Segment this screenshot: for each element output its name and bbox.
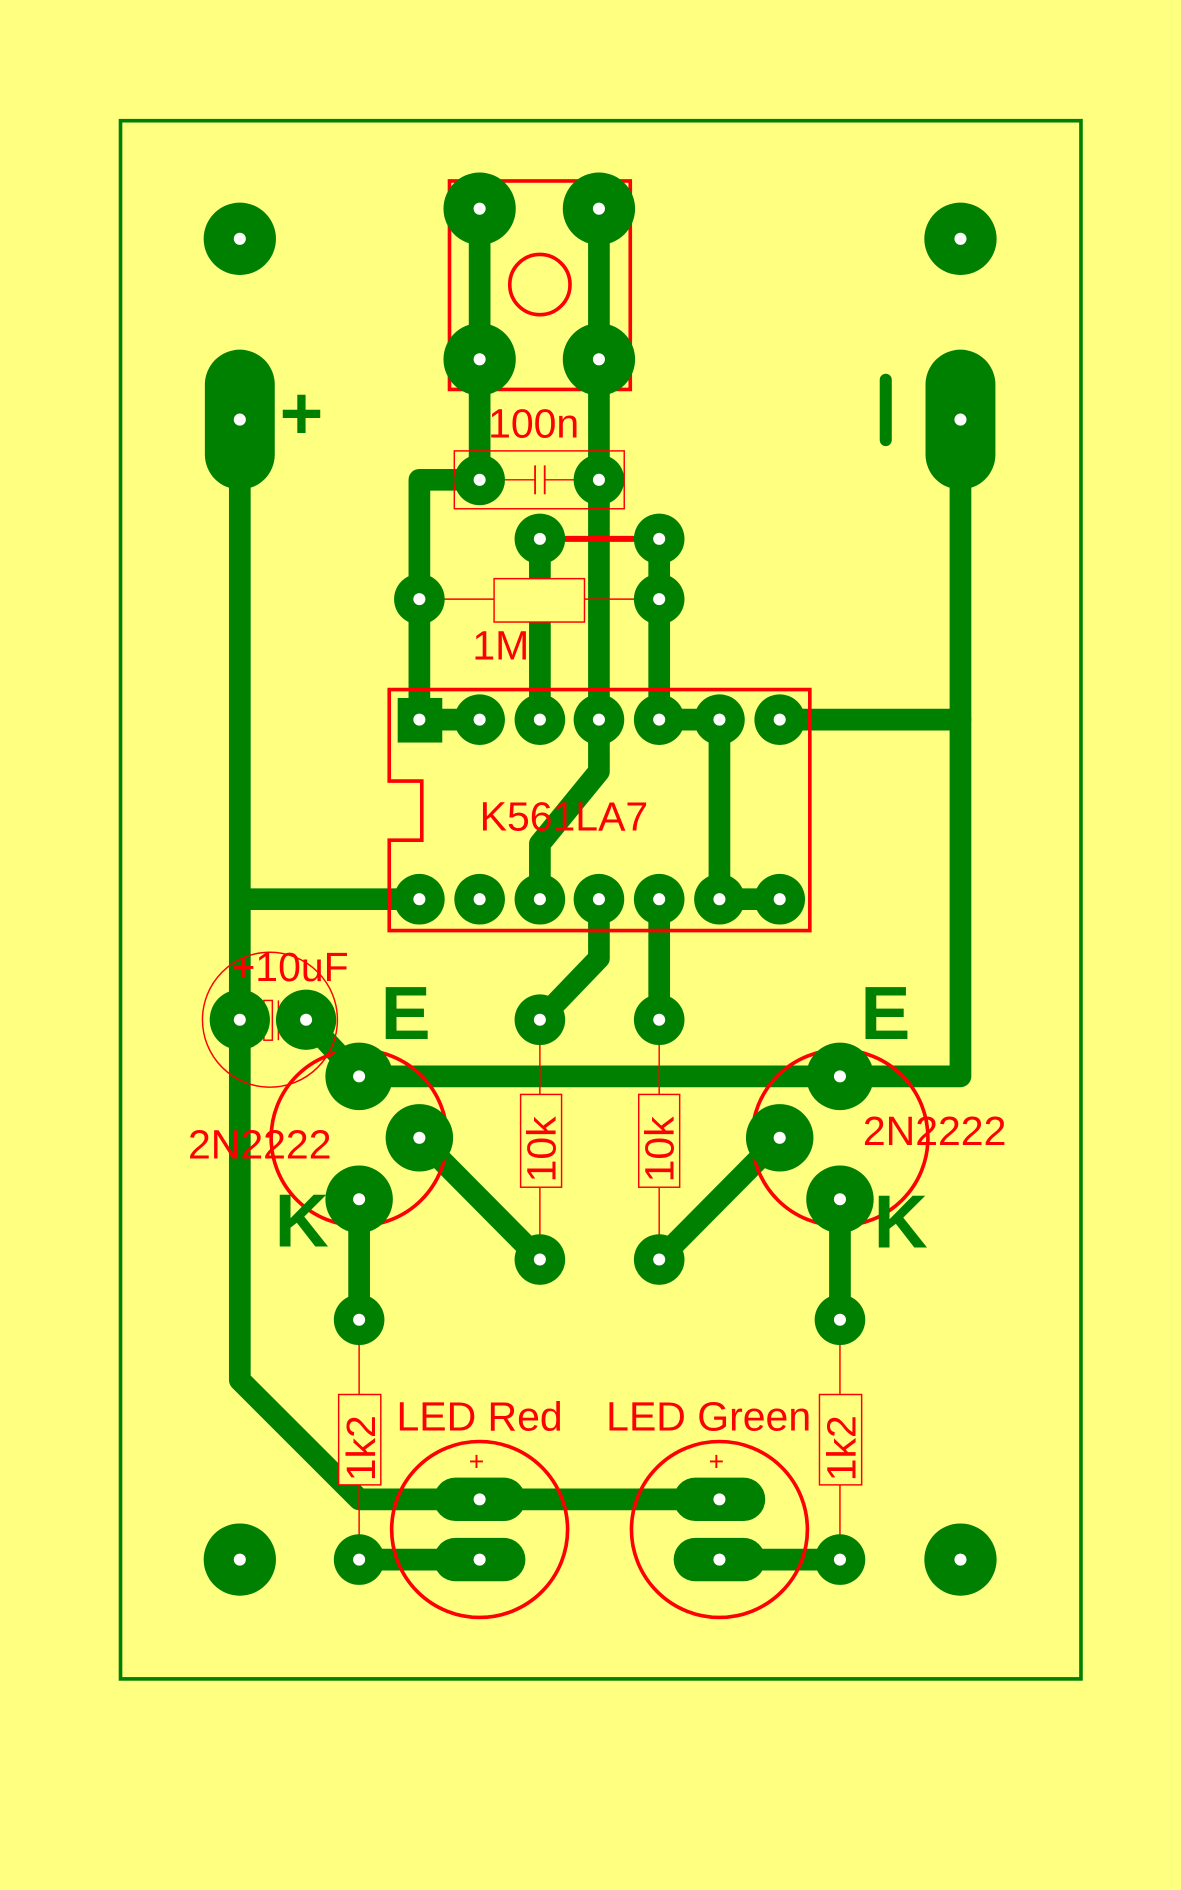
plus-marker: + — [280, 371, 324, 455]
collector-marker-right: K — [874, 1179, 928, 1263]
resistor-1m — [419, 577, 660, 623]
drill-hole — [713, 893, 726, 906]
emitter-marker-left: E — [381, 971, 431, 1055]
drill-hole — [773, 1131, 786, 1144]
led-red-label: LED Red — [396, 1394, 562, 1440]
cap-100n-label: 100n — [488, 401, 579, 447]
drill-hole — [592, 353, 605, 366]
drill-hole — [592, 893, 605, 906]
cap-10uf-label: +10uF — [231, 944, 348, 990]
q1-label: 2N2222 — [188, 1121, 332, 1167]
drill-hole — [713, 1493, 726, 1506]
drill-hole — [833, 1553, 846, 1566]
res-1k2-b-label: 1k2 — [819, 1415, 865, 1481]
drill-hole — [773, 713, 786, 726]
drill-hole — [473, 202, 486, 215]
drill-hole — [413, 593, 426, 606]
drill-hole — [353, 1313, 366, 1326]
drill-hole — [533, 532, 546, 545]
drill-hole — [413, 1131, 426, 1144]
drill-hole — [653, 1253, 666, 1266]
minus-marker — [879, 373, 892, 447]
drill-hole — [233, 1013, 246, 1026]
drill-hole — [473, 1493, 486, 1506]
led-green-outline — [629, 1439, 810, 1620]
drill-hole — [713, 713, 726, 726]
drill-hole — [713, 1553, 726, 1566]
drill-hole — [473, 473, 486, 486]
res-10k-a-label: 10k — [519, 1116, 565, 1183]
drill-hole — [300, 1013, 313, 1026]
drill-hole — [473, 353, 486, 366]
resistor-1k2-a: 1k2 — [338, 1319, 384, 1560]
drill-hole — [592, 473, 605, 486]
led-red-plus: + — [469, 1446, 484, 1476]
drill-hole — [653, 893, 666, 906]
power-pad-positive — [204, 349, 275, 490]
drill-hole — [592, 202, 605, 215]
drill-hole — [533, 1013, 546, 1026]
led-red-outline — [389, 1439, 570, 1620]
push-button — [447, 179, 633, 392]
q2-label: 2N2222 — [863, 1108, 1007, 1154]
drill-hole — [353, 1070, 366, 1083]
res-1m-label: 1M — [472, 622, 529, 668]
collector-marker-left: K — [275, 1178, 329, 1262]
drill-hole — [473, 1553, 486, 1566]
ic-label: K561LA7 — [480, 794, 649, 840]
drill-hole — [833, 1193, 846, 1206]
drill-hole — [533, 893, 546, 906]
drill-hole — [473, 893, 486, 906]
led-green-label: LED Green — [606, 1394, 811, 1440]
drill-hole — [773, 893, 786, 906]
led-green-plus: + — [709, 1446, 724, 1476]
drill-hole — [592, 713, 605, 726]
drill-hole — [533, 713, 546, 726]
res-10k-b-label: 10k — [637, 1116, 683, 1183]
resistor-1k2-b: 1k2 — [819, 1319, 865, 1560]
mounting-holes — [203, 202, 997, 1596]
res-1k2-a-label: 1k2 — [338, 1415, 384, 1481]
drill-hole — [833, 1070, 846, 1083]
emitter-marker-right: E — [860, 971, 910, 1055]
drill-hole — [413, 713, 426, 726]
component-pads — [209, 172, 874, 1585]
drill-hole — [353, 1553, 366, 1566]
drill-hole — [653, 532, 666, 545]
drill-hole — [473, 713, 486, 726]
drill-hole — [353, 1193, 366, 1206]
ic-outline — [387, 687, 812, 933]
drill-hole — [653, 593, 666, 606]
drill-hole — [413, 893, 426, 906]
drill-hole — [533, 1253, 546, 1266]
drill-hole — [833, 1313, 846, 1326]
board-outline — [118, 118, 1083, 1681]
drill-hole — [653, 1013, 666, 1026]
power-pad-negative — [925, 349, 996, 490]
resistor-10k-b: 10k — [637, 1019, 683, 1260]
resistor-10k-a: 10k — [519, 1019, 565, 1260]
drill-hole — [653, 713, 666, 726]
